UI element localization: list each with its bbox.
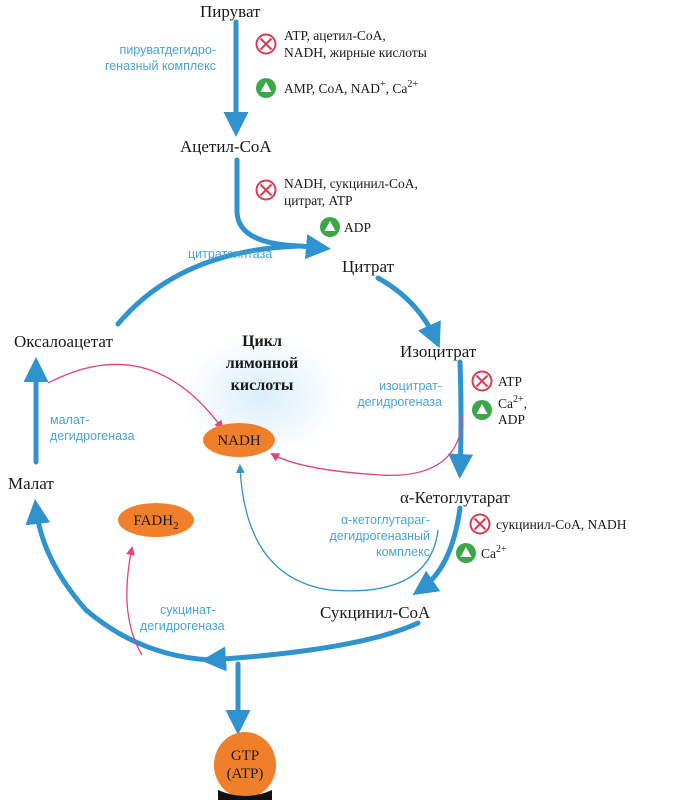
metabolite-malate: Малат	[8, 474, 54, 493]
arrow-malate-to-nadh	[47, 363, 224, 430]
arrow-akg-to-nadh	[235, 464, 439, 592]
metabolite-pyruvate: Пируват	[200, 2, 261, 21]
activate-icon	[456, 543, 476, 563]
idh-activators-ca: Ca	[498, 396, 513, 411]
metabolite-citrate: Цитрат	[342, 257, 395, 276]
activate-icon	[256, 78, 276, 98]
akg-activators-ca: Ca	[481, 546, 496, 561]
akg-inhibitors: сукцинил-CoA, NADH	[496, 517, 627, 532]
enzyme-akgdh-line-2: дегидрогеназный	[329, 529, 430, 543]
gtp-badge-shadow	[218, 790, 272, 800]
inhibit-icon	[471, 370, 493, 392]
activate-icon	[472, 400, 492, 420]
pdh-inhibitors-line-1: ATP, ацетил-CoA,	[284, 28, 386, 43]
title-line-2: лимонной	[226, 355, 299, 372]
enzyme-pdh-line-1: пируватдегидро-	[120, 43, 216, 57]
pdh-inhibitors-line-2: NADH, жирные кислоты	[284, 45, 427, 60]
metabolite-succinyl-coa: Сукцинил-CoA	[320, 603, 431, 622]
enzymes: пируватдегидро- геназный комплекс цитрат…	[50, 43, 442, 633]
enzyme-akgdh-line-1: α-кетоглутараг-	[341, 513, 430, 527]
inhibit-icon	[255, 33, 277, 55]
cs-activators: ADP	[344, 220, 371, 235]
enzyme-mdh-line-1: малат-	[50, 413, 89, 427]
activate-icon	[320, 217, 340, 237]
pdh-activators-sup-2: 2+	[407, 79, 418, 90]
metabolite-isocitrate: Изоцитрат	[400, 342, 477, 361]
idh-inhibitors: ATP	[498, 374, 522, 389]
gtp-label-line-1: GTP	[231, 748, 259, 764]
product-arrows	[47, 363, 464, 656]
cycle-title: Цикл лимонной кислоты	[226, 333, 299, 394]
akg-activators-sup: 2+	[496, 544, 507, 555]
regulation: ATP, ацетил-CoA, NADH, жирные кислоты AM…	[255, 28, 627, 563]
metabolite-acetyl-coa: Ацетил-CoA	[180, 137, 272, 156]
gtp-label-line-2: (ATP)	[227, 766, 264, 782]
metabolite-alpha-ketoglutarate: α-Кетоглутарат	[400, 488, 510, 507]
title-line-1: Цикл	[242, 333, 282, 350]
arrow-isocitrate-to-akg	[448, 359, 474, 479]
idh-activators-line-1: Ca2+,	[498, 394, 527, 411]
inhibit-icon	[469, 513, 491, 535]
fadh2-base: FADH	[133, 513, 173, 529]
nadh-label: NADH	[217, 433, 260, 449]
gtp-badge	[214, 732, 276, 798]
cs-inhibitors-line-2: цитрат, ATP	[284, 193, 353, 208]
title-line-3: кислоты	[231, 377, 294, 394]
fadh2-badge	[118, 503, 194, 537]
arrow-isocitrate-to-nadh	[270, 414, 464, 476]
enzyme-sdh-line-2: дегидрогеназа	[140, 619, 225, 633]
arrow-akg-to-succinylcoa	[412, 505, 463, 596]
enzyme-mdh-line-2: дегидрогеназа	[50, 429, 135, 443]
enzyme-idh-line-1: изоцитрат-	[379, 379, 442, 393]
arrow-sdh-to-fadh2	[126, 546, 143, 656]
enzyme-idh-line-2: дегидрогеназа	[357, 395, 442, 409]
enzyme-citrate-synthase: цитратсинтаза	[188, 247, 272, 261]
pdh-activators-mid: , Ca	[386, 81, 408, 96]
pdh-activators-base: AMP, CoA, NAD	[284, 81, 380, 96]
enzyme-akgdh-line-3: комплекс	[376, 545, 430, 559]
idh-activators-line-2: ADP	[498, 412, 525, 427]
metabolites: Пируват Ацетил-CoA Цитрат Изоцитрат α-Ке…	[8, 2, 510, 622]
arrow-succinylcoa-to-bottom	[201, 620, 421, 672]
arrow-citrate-to-isocitrate	[375, 275, 441, 349]
fadh2-sub: 2	[173, 520, 179, 532]
idh-activators-comma: ,	[524, 396, 527, 411]
main-flow	[23, 19, 474, 735]
arrow-bottom-to-malate	[25, 499, 213, 663]
arrow-oxaloacetate-to-citrate	[115, 243, 303, 327]
idh-activators-sup: 2+	[513, 394, 524, 405]
products: NADH FADH2 GTP (ATP)	[118, 423, 276, 800]
cs-inhibitors-line-1: NADH, сукцинил-CoA,	[284, 176, 418, 191]
fadh2-label: FADH2	[133, 513, 178, 532]
enzyme-sdh-line-1: сукцинат-	[160, 603, 216, 617]
metabolite-oxaloacetate: Оксалоацетат	[14, 332, 113, 351]
akg-activators: Ca2+	[481, 544, 507, 561]
pdh-activators: AMP, CoA, NAD+, Ca2+	[284, 79, 418, 96]
inhibit-icon	[255, 179, 277, 201]
enzyme-pdh-line-2: геназный комплекс	[105, 59, 216, 73]
nadh-badge	[203, 423, 275, 457]
pdh-activators-sup-1: +	[380, 79, 386, 90]
